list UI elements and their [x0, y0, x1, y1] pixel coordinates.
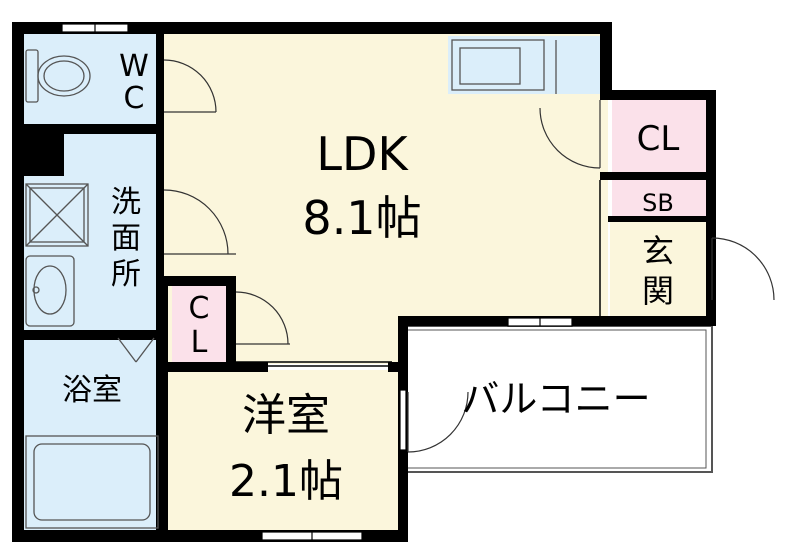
door-wc	[163, 59, 217, 113]
door-balcony	[407, 391, 469, 453]
wall-ldk-right-top	[600, 22, 612, 98]
wall-closet-bottom	[600, 172, 710, 180]
thin-partitions	[236, 180, 601, 367]
wall-left	[12, 22, 24, 542]
wall-closet-right	[706, 90, 716, 236]
wall-wet-divider-lower	[156, 282, 168, 542]
entrance-floor	[610, 222, 706, 318]
door-entrance	[711, 237, 775, 301]
entrance-label-2: 関	[642, 272, 674, 310]
wall-sb-bottom	[608, 216, 710, 222]
wall-closet-top	[600, 90, 716, 100]
door-washroom	[163, 189, 236, 255]
washroom-label-2: 面	[111, 221, 141, 256]
ldk-name: LDK	[316, 127, 409, 181]
sink-icon	[451, 39, 557, 94]
kitchen-counter	[448, 36, 602, 94]
wall-room-top-right	[388, 362, 404, 372]
windows	[61, 23, 573, 541]
shoe-box-floor	[612, 180, 708, 218]
closet-room-label-2: L	[191, 325, 208, 360]
western-room-name: 洋室	[242, 390, 330, 441]
ldk-floor	[162, 32, 608, 364]
closet-room-floor	[172, 286, 226, 362]
balcony-label: バルコニー	[461, 377, 650, 421]
closet-ldk-label: CL	[637, 119, 680, 159]
bathroom-label: 浴室	[62, 373, 122, 408]
balcony-rail-inner	[408, 329, 707, 469]
entrance-label-1: 玄	[642, 232, 674, 270]
door-closet-room	[235, 291, 290, 345]
wall-closet-room-right	[226, 276, 236, 364]
closet-ldk-floor	[612, 98, 708, 172]
shoe-box-label: SB	[642, 189, 674, 217]
wall-wc-bottom	[20, 124, 162, 134]
wash-basin-icon	[25, 255, 75, 327]
wall-wash-stub	[20, 134, 64, 176]
western-room-size: 2.1帖	[229, 456, 343, 507]
wall-wet-divider	[156, 22, 164, 282]
wall-entrance-right	[706, 236, 716, 326]
washing-machine-pan-icon	[25, 183, 89, 247]
fixtures	[25, 39, 557, 529]
ldk-size: 8.1帖	[302, 191, 421, 245]
washroom-label-1: 洗	[111, 185, 141, 220]
wc-label-2: C	[124, 81, 145, 116]
western-room-floor	[168, 370, 404, 530]
wall-closet-room-top	[164, 276, 236, 286]
toilet-icon	[25, 49, 91, 103]
wc-floor	[22, 32, 160, 124]
bathroom-door-icon	[117, 337, 155, 363]
floor-fills	[22, 32, 708, 530]
bathroom-floor	[22, 340, 160, 530]
wall-room-top	[164, 362, 268, 372]
bathtub-icon	[25, 435, 159, 529]
wc-label-1: W	[119, 49, 149, 84]
washroom-label-3: 所	[111, 257, 141, 292]
window-room-balcony	[399, 389, 407, 451]
door-swings	[163, 59, 775, 453]
closet-room-label-1: C	[189, 291, 210, 326]
wall-wash-bottom	[20, 330, 162, 340]
door-closet-ldk	[539, 100, 601, 169]
room-labels: LDK 8.1帖 洋室 2.1帖 W C 洗 面 所 浴室 CL SB 玄 関 …	[62, 49, 679, 507]
